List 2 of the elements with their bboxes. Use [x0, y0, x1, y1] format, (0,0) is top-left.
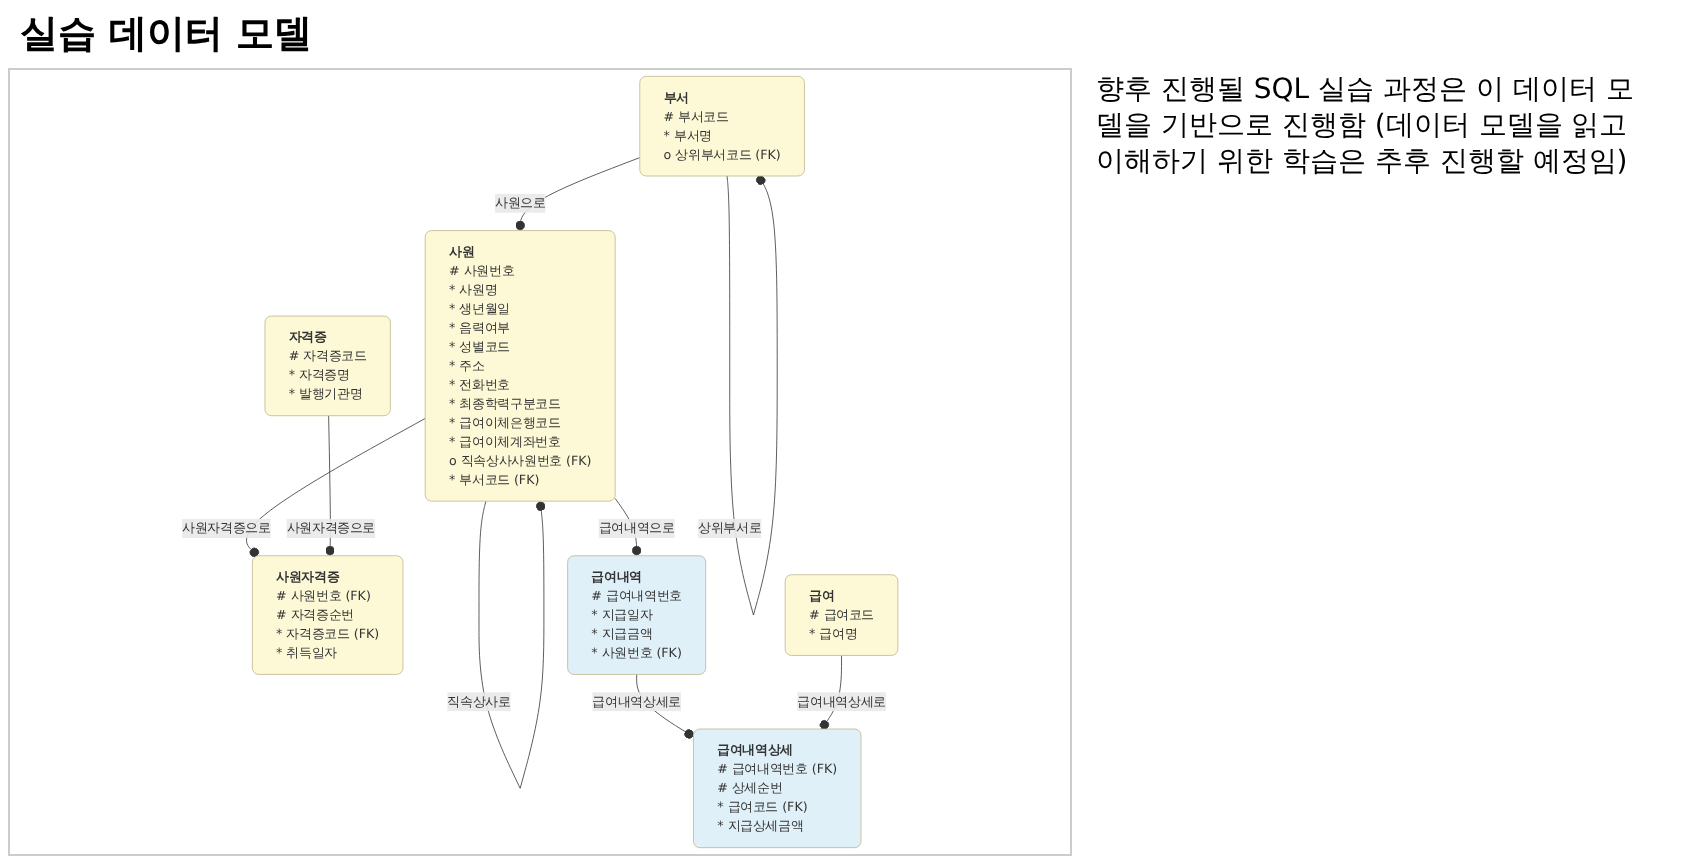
note-text: 향후 진행될 SQL 실습 과정은 이 데이터 모델을 기반으로 진행함 (데이터 모델을 읽고 이해하기 위한 학습은 추후 진행할 예정임) [1096, 72, 1636, 182]
title: 실습 데이터 모델 [20, 10, 313, 60]
